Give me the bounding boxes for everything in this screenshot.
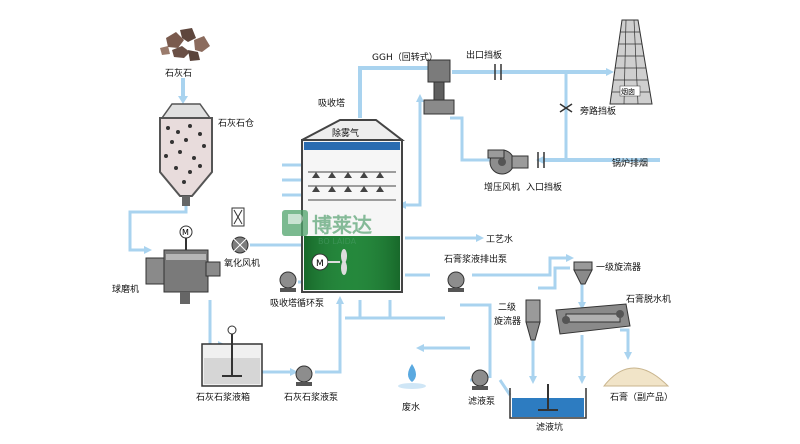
label-absorber: 吸收塔 bbox=[318, 97, 345, 109]
gypsum-dewatering-machine bbox=[555, 303, 631, 335]
label-limestone: 石灰石 bbox=[165, 67, 192, 79]
limestone-slurry-tank bbox=[201, 325, 263, 387]
label-secondary-cyclone-2: 旋流器 bbox=[494, 315, 521, 327]
gypsum-pile bbox=[602, 367, 670, 387]
flow-arrows bbox=[144, 68, 632, 384]
label-oxidation-fan: 氧化风机 bbox=[224, 257, 260, 269]
bypass-damper bbox=[559, 103, 573, 113]
label-circulation-pump: 吸收塔循环泵 bbox=[270, 297, 324, 309]
limestone-slurry-pump bbox=[295, 365, 313, 386]
gypsum-discharge-pump bbox=[447, 271, 465, 292]
label-boiler-flue-gas: 锅炉排烟 bbox=[612, 157, 648, 169]
wastewater-drop bbox=[398, 364, 426, 389]
absorber-tower: M bbox=[301, 119, 405, 293]
label-outlet-damper: 出口挡板 bbox=[466, 49, 502, 61]
watermark-subtext: BO LAIDA bbox=[318, 237, 357, 246]
label-gypsum-discharge-pump: 石膏浆液排出泵 bbox=[444, 253, 507, 265]
inlet-damper bbox=[537, 152, 545, 168]
label-limestone-silo: 石灰石仓 bbox=[218, 117, 254, 129]
label-slurry-pump: 石灰石浆液泵 bbox=[284, 391, 338, 403]
label-ggh: GGH（回转式） bbox=[372, 51, 438, 63]
label-chimney: 烟囱 bbox=[621, 87, 635, 96]
chimney bbox=[609, 19, 653, 105]
label-ball-mill: 球磨机 bbox=[112, 283, 139, 295]
limestone-rocks bbox=[160, 28, 210, 61]
label-gypsum-dewatering: 石膏脱水机 bbox=[626, 293, 671, 305]
label-bypass-damper: 旁路挡板 bbox=[580, 105, 616, 117]
secondary-cyclone bbox=[525, 299, 541, 341]
filtrate-pump bbox=[471, 369, 489, 390]
label-inlet-damper: 入口挡板 bbox=[526, 181, 562, 193]
svg-text:M: M bbox=[316, 259, 324, 269]
label-process-water: 工艺水 bbox=[486, 233, 513, 245]
ball-mill: M bbox=[145, 225, 221, 304]
filtrate-pit bbox=[509, 384, 587, 419]
label-secondary-cyclone-1: 二级 bbox=[498, 301, 516, 313]
absorber-circulation-pump bbox=[279, 271, 297, 292]
watermark-text: 博莱达 bbox=[312, 213, 372, 237]
label-wastewater: 废水 bbox=[402, 401, 420, 413]
label-demister: 除雾气 bbox=[332, 127, 359, 139]
ggh-heater bbox=[423, 59, 455, 115]
svg-text:M: M bbox=[182, 228, 189, 237]
label-primary-cyclone: 一级旋流器 bbox=[596, 261, 641, 273]
label-filtrate-pump: 滤液泵 bbox=[468, 395, 495, 407]
primary-cyclone bbox=[573, 261, 593, 285]
booster-fan bbox=[487, 149, 529, 175]
outlet-damper bbox=[494, 64, 502, 80]
watermark-logo bbox=[282, 210, 308, 236]
label-booster-fan: 增压风机 bbox=[484, 181, 520, 193]
limestone-silo bbox=[159, 103, 213, 206]
oxidation-fan bbox=[231, 207, 249, 254]
label-slurry-tank: 石灰石浆液箱 bbox=[196, 391, 250, 403]
label-gypsum-product: 石膏（副产品） bbox=[610, 391, 673, 403]
label-filtrate-pit: 滤液坑 bbox=[536, 421, 563, 433]
